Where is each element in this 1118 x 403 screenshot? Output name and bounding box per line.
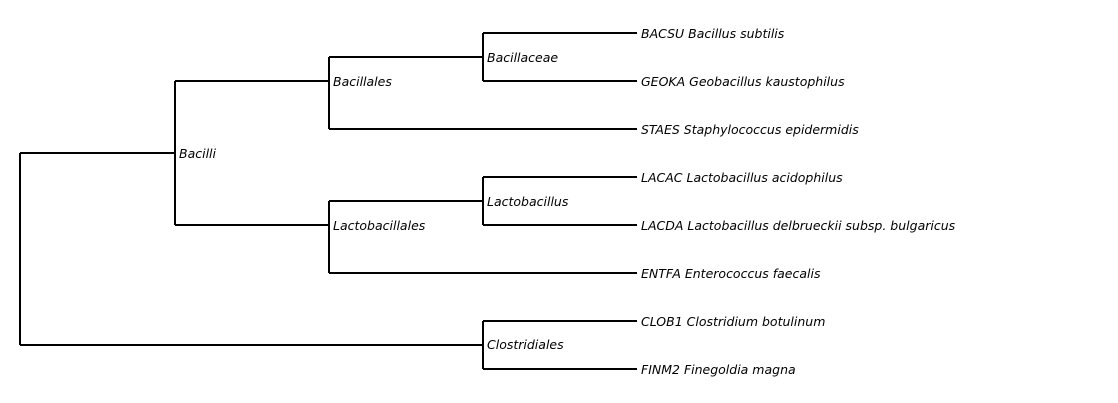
clade-label-bacilli: Bacilli (179, 146, 217, 161)
clade-label-lactobacillales: Lactobacillales (333, 218, 426, 233)
leaf-label-geoka: GEOKA Geobacillus kaustophilus (641, 74, 845, 89)
leaf-label-entfa: ENTFA Enterococcus faecalis (641, 266, 821, 281)
clade-label-lactobacillus: Lactobacillus (487, 194, 569, 209)
leaf-label-finm2: FINM2 Finegoldia magna (641, 362, 796, 377)
clade-labels: Bacilli Bacillales Bacillaceae Lactobaci… (179, 50, 569, 352)
leaf-label-clob1: CLOB1 Clostridium botulinum (641, 314, 825, 329)
leaf-label-staes: STAES Staphylococcus epidermidis (641, 122, 859, 137)
leaf-label-bacsu: BACSU Bacillus subtilis (641, 26, 785, 41)
clade-label-clostridiales: Clostridiales (487, 337, 564, 352)
leaf-label-lacac: LACAC Lactobacillus acidophilus (641, 170, 843, 185)
tree-branches (19, 32, 637, 370)
leaf-label-lacda: LACDA Lactobacillus delbrueckii subsp. b… (641, 218, 956, 233)
leaf-labels: BACSU Bacillus subtilis GEOKA Geobacillu… (641, 26, 956, 377)
clade-label-bacillaceae: Bacillaceae (487, 50, 558, 65)
clade-label-bacillales: Bacillales (333, 74, 392, 89)
